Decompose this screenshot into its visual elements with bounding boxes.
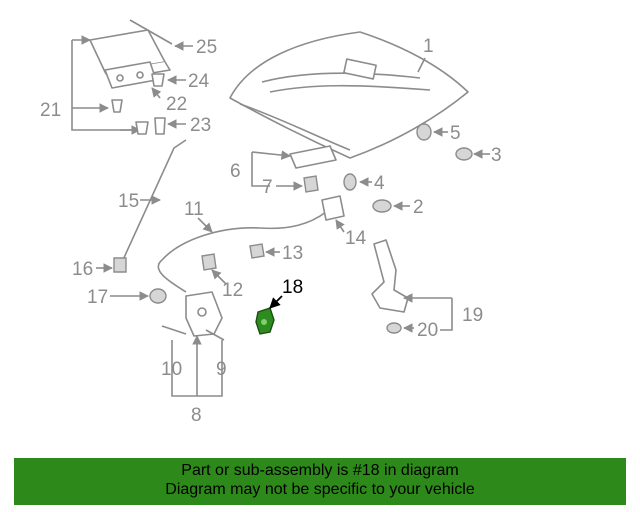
info-banner: Part or sub-assembly is #18 in diagram D… (14, 458, 626, 505)
callout-17: 17 (87, 287, 108, 308)
parts-diagram: 1 2 3 4 5 6 7 8 9 10 11 12 13 14 15 16 1… (40, 19, 502, 426)
cushion-2 (372, 199, 392, 213)
callout-16: 16 (72, 259, 93, 280)
hood-hinge (371, 239, 409, 313)
release-cable (157, 211, 327, 293)
weatherstrip (129, 19, 173, 45)
banner-line-2: Diagram may not be specific to your vehi… (165, 481, 475, 498)
callout-22: 22 (166, 94, 187, 115)
insulator-assembly (71, 29, 171, 135)
spring-9 (205, 329, 225, 341)
callout-3: 3 (491, 145, 502, 166)
callout-11: 11 (184, 199, 204, 220)
callout-19: 19 (462, 305, 483, 326)
callout-7: 7 (262, 177, 273, 198)
callout-6: 6 (230, 161, 241, 182)
callout-1: 1 (423, 36, 434, 57)
rod-grommet (113, 257, 127, 273)
callout-21: 21 (40, 100, 61, 121)
callout-15: 15 (118, 191, 139, 212)
callout-13: 13 (282, 243, 303, 264)
callout-25: 25 (196, 37, 217, 58)
lock-support-bracket (289, 145, 337, 169)
clip-13 (249, 243, 265, 259)
spring-10 (161, 325, 187, 335)
bolt-23 (154, 117, 166, 135)
grommet-17 (149, 288, 167, 304)
cushion-4 (343, 173, 357, 191)
callout-9: 9 (216, 359, 227, 380)
support-rod (121, 139, 187, 263)
callout-24: 24 (188, 71, 210, 92)
callout-4: 4 (374, 173, 385, 194)
highlighted-part-18[interactable] (255, 307, 275, 335)
callout-2: 2 (413, 197, 424, 218)
callout-5: 5 (450, 123, 461, 144)
clip-12 (201, 253, 217, 271)
callout-12: 12 (222, 280, 243, 301)
callout-20: 20 (417, 320, 438, 341)
striker-14 (321, 195, 345, 221)
callout-8: 8 (191, 405, 202, 426)
callout-14: 14 (345, 228, 367, 249)
callout-10: 10 (161, 359, 182, 380)
clip-24 (151, 73, 165, 87)
hood-panel (229, 31, 469, 159)
banner-line-1: Part or sub-assembly is #18 in diagram (181, 462, 459, 479)
callout-23: 23 (190, 115, 211, 136)
cushion-3 (455, 147, 473, 161)
callout-18[interactable]: 18 (282, 277, 303, 298)
cushion-5 (416, 123, 432, 141)
hinge-bolt-20 (386, 322, 402, 334)
bumper-7 (303, 175, 319, 193)
